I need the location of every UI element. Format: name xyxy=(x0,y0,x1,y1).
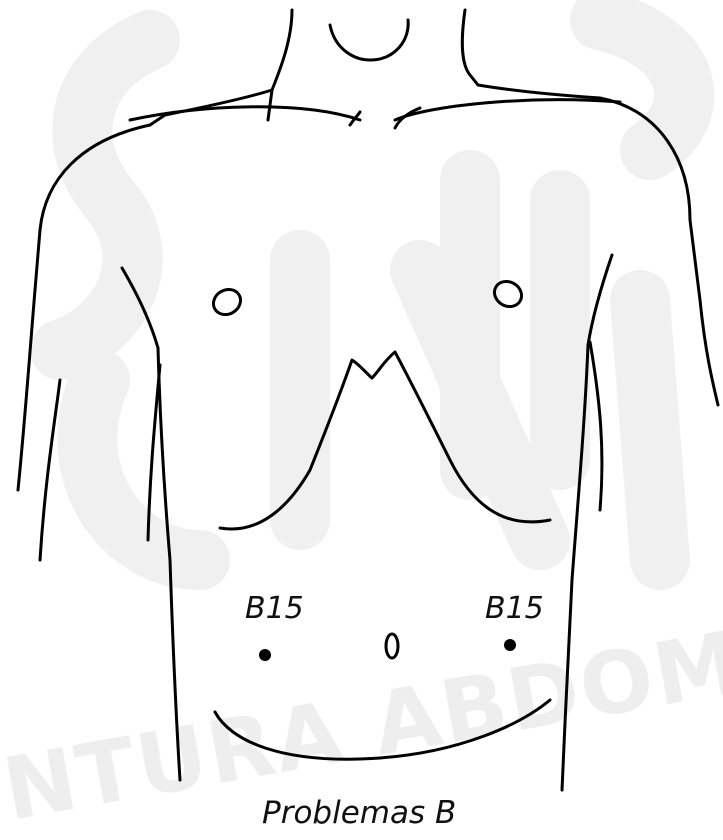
neck-right-line xyxy=(462,10,478,85)
left-arm-inner xyxy=(40,380,60,560)
right-collarbone xyxy=(395,100,620,120)
acupoint-left-label: B15 xyxy=(245,591,304,626)
navel xyxy=(386,634,398,658)
right-trapezius-line xyxy=(478,85,600,98)
right-armpit xyxy=(588,255,612,345)
sternal-notch xyxy=(330,20,408,60)
acupoint-right-dot xyxy=(504,639,516,651)
acupoint-right-label: B15 xyxy=(485,591,544,626)
right-arm-outer xyxy=(700,300,718,405)
left-lat-line xyxy=(148,365,160,540)
left-collarbone xyxy=(130,107,360,120)
left-arm-outer xyxy=(18,290,35,490)
acupoint-left-dot xyxy=(259,649,271,661)
neck-left-line xyxy=(268,10,292,120)
left-nipple xyxy=(209,285,245,320)
acupoints: B15 B15 xyxy=(245,591,544,661)
diagram-caption: Problemas B xyxy=(262,795,456,831)
right-lat-line xyxy=(590,342,602,510)
